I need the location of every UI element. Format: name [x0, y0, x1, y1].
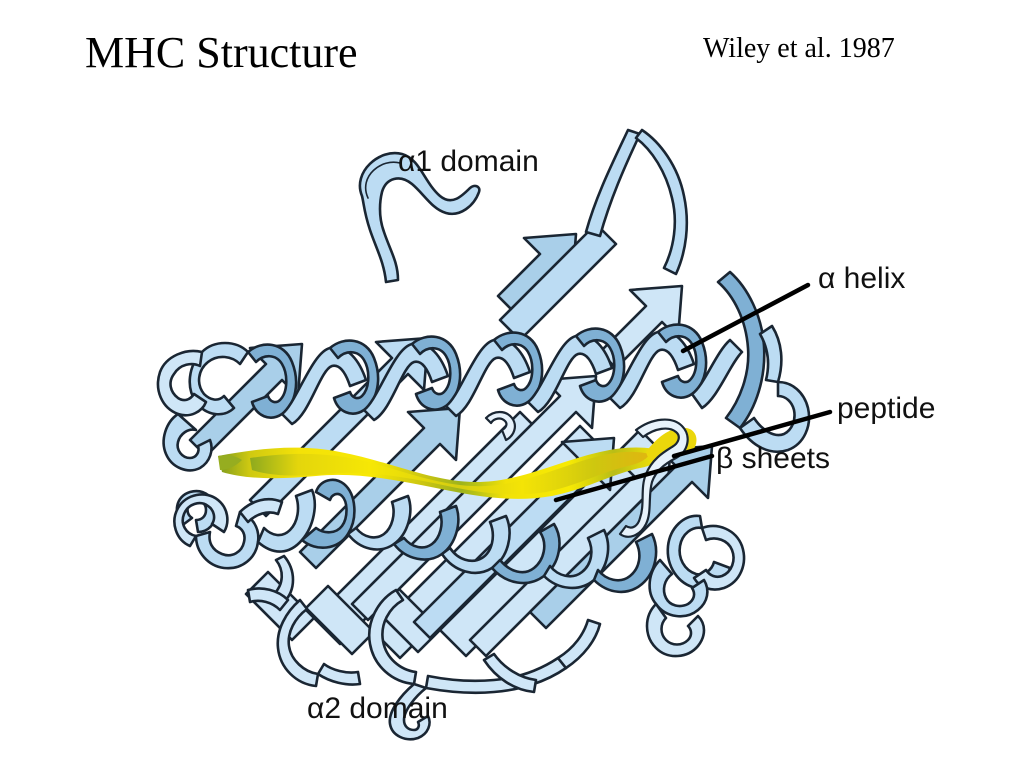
groove-thin-tube-left	[484, 410, 516, 442]
peptide-n-terminal-tip	[218, 455, 242, 470]
helix-coil-segment	[440, 514, 511, 575]
ribbon-tube	[484, 410, 516, 442]
ribbon-tube	[584, 128, 642, 238]
alpha2-left-loops	[238, 498, 295, 612]
helix-coil-segment	[492, 331, 544, 407]
helix-coil-segment	[392, 504, 460, 561]
ribbon-coil	[162, 412, 213, 472]
helix-coil-segment	[574, 327, 626, 403]
helix-coil-segment	[608, 330, 696, 410]
leader-line-alpha-helix	[680, 282, 811, 354]
helix-coil-segment	[362, 342, 450, 422]
ribbon-loop-edge	[365, 161, 401, 199]
ribbon-coil	[156, 349, 208, 417]
ribbon-coil	[173, 493, 229, 548]
beta-strand-group-upper	[496, 222, 618, 342]
ribbon-loop	[246, 587, 290, 612]
helix-coil-segment	[246, 343, 298, 419]
alpha1-loop-ribbon	[358, 151, 481, 284]
helix-coil-segment	[410, 335, 462, 411]
citation-text: Wiley et al. 1987	[703, 33, 895, 64]
label-beta-sheets: β sheets	[716, 442, 830, 475]
alpha2-c-terminal-coil	[645, 514, 746, 658]
label-alpha1-domain: α1 domain	[398, 145, 539, 178]
helix-coil-segment	[256, 488, 316, 553]
ribbon-diagram	[156, 128, 833, 741]
ribbon-loop	[388, 682, 431, 741]
ribbon-loop	[238, 498, 284, 524]
helix-coil-segment	[690, 338, 744, 410]
ribbon-coil	[194, 510, 260, 570]
helix-coil-segment	[526, 334, 614, 414]
beta-strand-arrow	[188, 342, 304, 458]
ribbon-tube	[758, 324, 783, 384]
alpha1-connector-tube	[584, 128, 689, 276]
ribbon-loop	[482, 652, 538, 694]
alpha2-bottom-loops	[276, 588, 602, 741]
helix-coil-segment	[490, 522, 561, 585]
alpha1-n-terminal-coil	[156, 341, 250, 472]
helix-coil-segment	[346, 494, 412, 551]
ribbon-coil	[645, 602, 706, 658]
page-title: MHC Structure	[85, 28, 358, 77]
helix-coil-segment	[328, 339, 380, 415]
ribbon-coil	[692, 524, 746, 591]
helix-coil-segment	[444, 338, 532, 418]
leader-line-beta-sheets	[553, 453, 715, 503]
label-alpha-helix: α helix	[818, 262, 906, 295]
ribbon-loop	[358, 151, 481, 284]
label-alpha2-domain: α2 domain	[307, 692, 448, 725]
ribbon-coil	[666, 514, 732, 591]
helix-coil-segment	[542, 528, 610, 590]
peptide-strand-highlight	[250, 451, 650, 495]
label-peptide: peptide	[837, 392, 936, 425]
alpha1-helix	[246, 323, 744, 426]
ribbon-loop	[316, 662, 362, 686]
leader-line-peptide	[671, 409, 833, 459]
ribbon-tube	[634, 128, 689, 276]
helix-coil-segment	[280, 346, 368, 426]
alpha2-helix	[173, 478, 658, 594]
helix-coil-segment	[592, 532, 658, 594]
leader-lines	[553, 282, 833, 503]
ribbon-loop	[556, 618, 602, 670]
